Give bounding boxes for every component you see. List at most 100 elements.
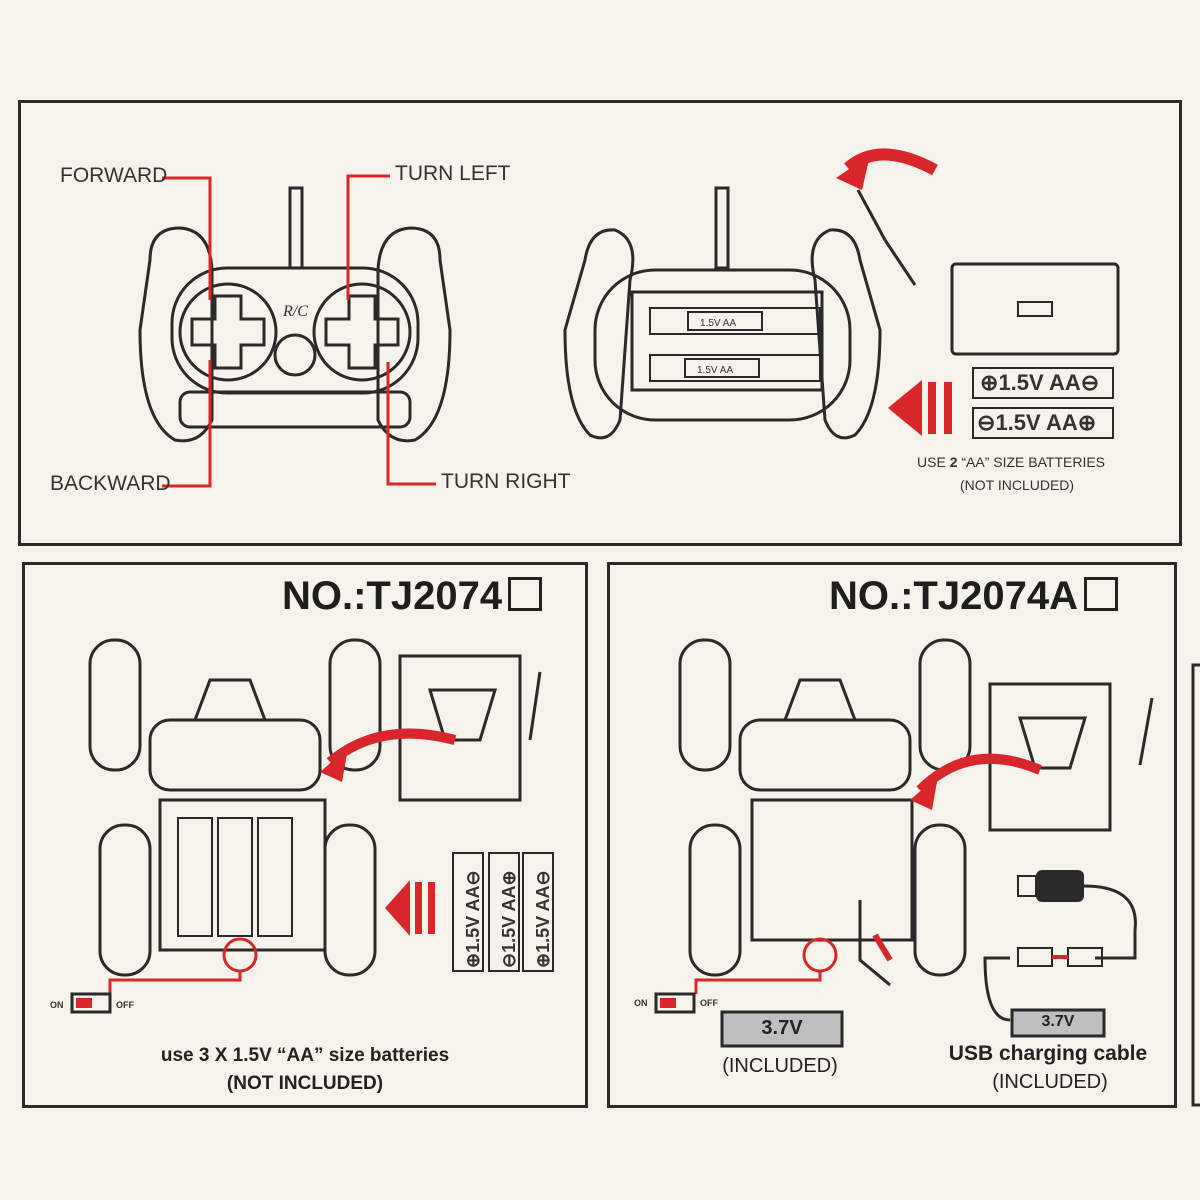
left-cover-arrow [326,728,457,766]
usb-cable-label: USB charging cable [948,1042,1148,1065]
battery-included: (INCLUDED) [722,1055,838,1077]
label-forward: FORWARD [60,164,168,187]
screwdriver-icon [856,189,917,286]
usb-cable-loop [983,956,1011,1022]
remote-instructions-panel [18,100,1182,546]
battery-label-1-text: 1.5V AA [998,370,1081,395]
adjacent-panel-edge [1191,663,1200,1107]
switch-leader-left [108,971,242,1000]
checkbox-tj2074a[interactable] [1083,577,1118,611]
wheel-rr-b [913,823,967,977]
dpad-right [324,294,400,370]
remote-back [563,186,882,440]
right-cover-arrow-head [910,776,938,810]
label-backward: BACKWARD [50,472,171,495]
left-battery-label-2-text: 1.5V AA [499,885,519,953]
battery-note-sub: (NOT INCLUDED) [960,477,1075,493]
usb-cable-line [1083,884,1137,960]
car-battery-bay-b [750,798,914,942]
left-insert-arrow [385,880,410,936]
cable-included: (INCLUDED) [992,1071,1108,1093]
remote-back-antenna [714,186,730,270]
backward-leader [162,360,212,488]
left-insert-bar-1 [415,882,422,934]
screwdriver-left-icon [528,671,542,741]
turn-left-leader [346,174,390,300]
left-insert-bar-2 [428,882,435,934]
battery-note-count: 2 [949,454,958,470]
remote-left-grip [138,226,214,443]
battery-label-2: ⊖1.5V AA⊕ [977,410,1097,435]
dpad-right-ring [312,282,412,382]
remote-logo: R/C [282,303,308,320]
switch-left-thumb [76,998,92,1008]
car-chassis-front-b [738,718,912,792]
switch-left [70,992,112,1014]
wheel-fr [328,638,382,772]
battery-wire [858,900,891,987]
usb-plug-body [1036,870,1084,902]
turn-right-leader [386,362,436,486]
battery-note: USE 2 “AA” SIZE BATTERIES [917,454,1105,470]
left-battery-label-3: ⊕1.5V AA⊖ [533,870,553,968]
open-cover-arrow-head [836,155,870,190]
battery-voltage: 3.7V [761,1017,803,1039]
screwdriver-right-icon [1138,697,1154,766]
wheel-fl-b [678,638,732,772]
car-battery-bay [158,798,327,952]
switch-on-right: ON [634,998,648,1008]
remote-center-button [273,333,317,377]
tj2074a-panel [607,562,1177,1108]
car-left-cover [398,654,522,802]
wheel-rl [98,823,152,977]
cable-voltage: 3.7V [1041,1013,1075,1030]
dpad-left-ring [178,282,278,382]
right-cover-arrow [916,753,1042,794]
model-tj2074-text: NO.:TJ2074 [282,574,503,618]
remote-battery-2 [649,354,821,382]
remote-back-left-grip [563,228,635,440]
insert-arrow-bar-2 [944,382,952,434]
leader-lines [162,174,436,488]
model-tj2074a: NO.:TJ2074A [829,574,1118,619]
battery-label-1-box [972,367,1114,399]
switch-off-right: OFF [700,998,718,1008]
battery-compartment [630,290,824,392]
battery-note-rest: “AA” SIZE BATTERIES [957,454,1106,470]
car-battery-1 [177,817,213,937]
battery-cover [950,262,1120,356]
remote-battery-2-label: 1.5V AA [697,365,733,376]
model-tj2074: NO.:TJ2074 [282,574,543,619]
remote-battery-1 [649,307,821,335]
switch-leader-right [694,971,822,994]
car-chassis-front [148,718,322,792]
car-right-cover [988,682,1112,832]
label-turn-left: TURN LEFT [395,162,511,185]
left-battery-label-2: ⊖1.5V AA⊕ [499,870,519,968]
switch-right-thumb [660,998,676,1008]
battery-cover-tab [1017,301,1053,317]
left-battery-label-1: ⊕1.5V AA⊖ [463,870,483,968]
label-turn-right: TURN RIGHT [441,470,571,493]
switch-on-left: ON [50,1000,64,1010]
remote-battery-1-label: 1.5V AA [700,318,736,329]
remote-antenna [288,186,304,270]
left-battery-labels [452,852,554,972]
battery-37-box [720,1010,844,1048]
remote-right-grip [376,226,452,443]
battery-note-prefix: USE [917,454,950,470]
car-left [88,638,382,977]
car-battery-3 [257,817,293,937]
left-battery-label-1-text: 1.5V AA [463,885,483,953]
switch-off-left: OFF [116,1000,134,1010]
battery-label-2-text: 1.5V AA [995,410,1078,435]
remote-bottom [178,390,412,429]
car-battery-2 [217,817,253,937]
insert-arrow-bar-1 [928,382,936,434]
car-right [678,638,972,977]
battery-label-1: ⊕1.5V AA⊖ [980,370,1100,395]
checkbox-tj2074[interactable] [508,577,543,611]
tj2074-panel [22,562,588,1108]
connect-arrow [872,933,893,962]
